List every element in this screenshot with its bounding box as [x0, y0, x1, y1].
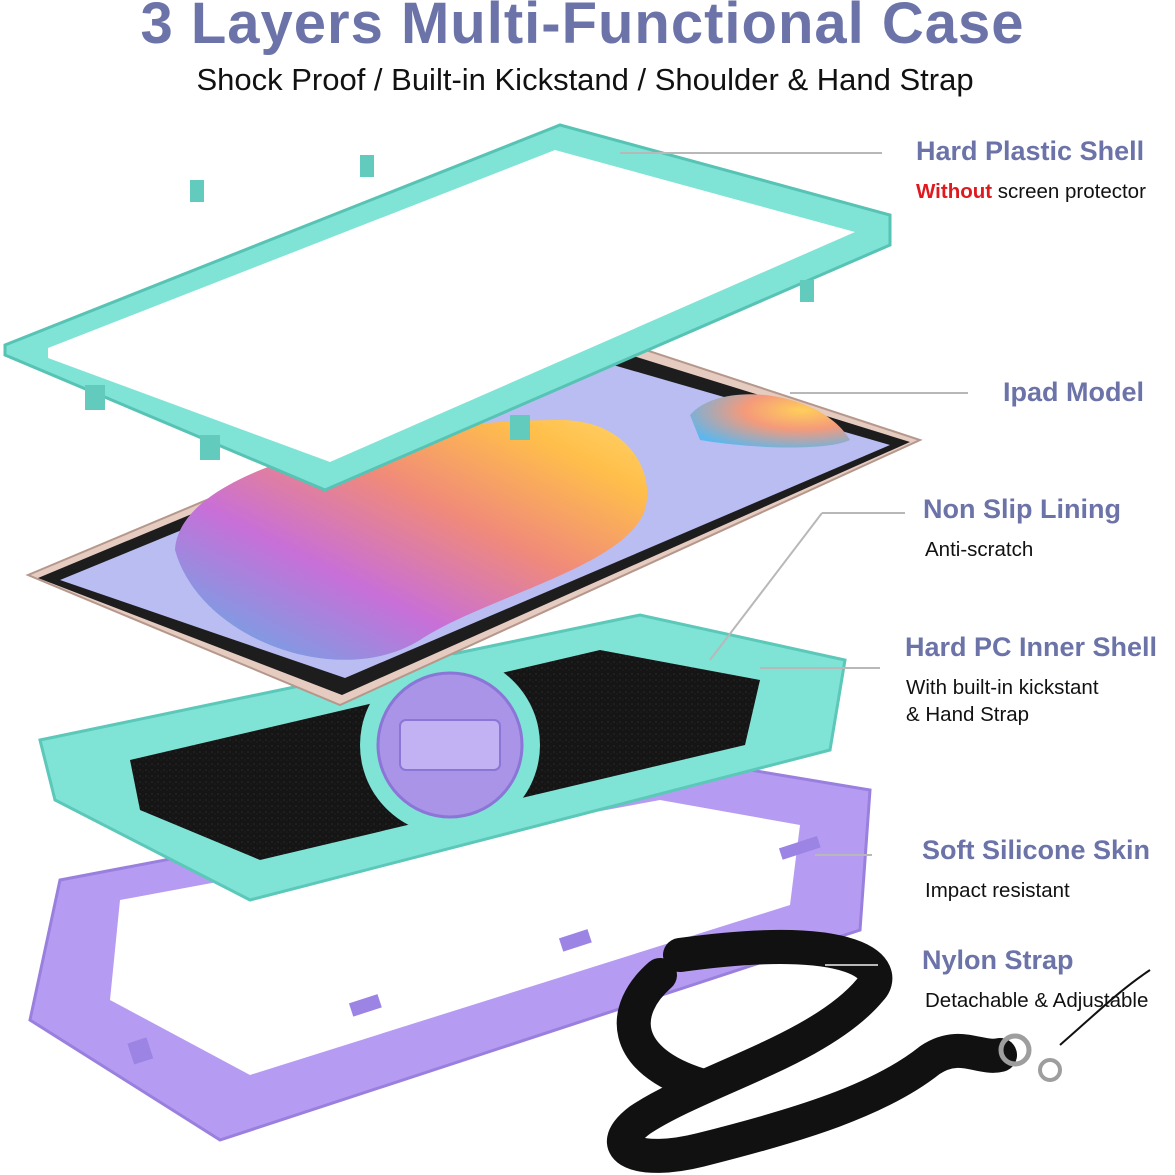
feature-label-ipad-model: Ipad Model: [1003, 377, 1144, 407]
plastic-shell-shape: [3, 123, 892, 492]
callout-lines: [620, 152, 968, 966]
feature-label-nylon-strap: Nylon Strap: [922, 945, 1074, 975]
feature-desc-hard-pc-inner-shell: With built-in kickstant: [906, 676, 1099, 699]
feature-desc2-hard-pc-inner-shell: & Hand Strap: [906, 703, 1030, 726]
page-title: 3 Layers Multi-Functional Case: [140, 0, 1025, 56]
feature-desc-soft-silicone-skin: Impact resistant: [925, 879, 1070, 902]
feature-desc-non-slip-lining: Anti-scratch: [925, 538, 1034, 561]
page-subtitle: Shock Proof / Built-in Kickstand / Shoul…: [196, 62, 974, 97]
feature-desc-highlight: Without: [916, 180, 993, 203]
feature-desc-nylon-strap: Detachable & Adjustable: [925, 989, 1149, 1012]
feature-label-soft-silicone-skin: Soft Silicone Skin: [922, 835, 1151, 865]
inner-shell-shape: [38, 613, 847, 902]
feature-label-hard-plastic-shell: Hard Plastic Shell: [916, 136, 1145, 166]
feature-desc-hard-plastic-shell: Without screen protector: [916, 178, 1146, 206]
feature-label-non-slip-lining: Non Slip Lining: [923, 494, 1121, 524]
feature-label-hard-pc-inner-shell: Hard PC Inner Shell: [905, 632, 1158, 662]
nylon-strap-shape: [607, 930, 1151, 1173]
feature-desc-text: screen protector: [992, 180, 1146, 203]
tablet-shape: [25, 333, 923, 707]
